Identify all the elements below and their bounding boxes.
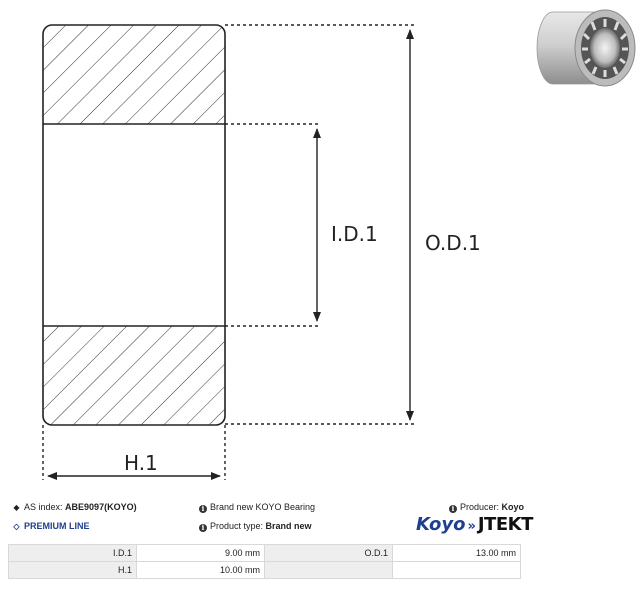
table-row: I.D.1 9.00 mm O.D.1 13.00 mm: [8, 544, 521, 562]
producer-label: Producer:: [460, 502, 500, 512]
info-icon: i: [199, 505, 207, 513]
tag-icon: ◆: [13, 503, 20, 512]
height-label: H.1: [124, 451, 158, 475]
as-index-label: AS index:: [24, 502, 63, 512]
koyo-jtekt-logo: Koyo»JTEKT: [416, 514, 533, 535]
dimension-value: 13.00 mm: [392, 544, 521, 562]
dimension-value: 9.00 mm: [136, 544, 265, 562]
premium-line-text: PREMIUM LINE: [24, 521, 90, 531]
product-type-label: Product type:: [210, 521, 264, 531]
needle-bearing-photo: [536, 9, 636, 87]
dimension-value: 10.00 mm: [136, 561, 265, 579]
koyo-logo-text: Koyo: [416, 514, 466, 535]
as-index: ◆ AS index: ABE9097(KOYO): [12, 502, 137, 512]
info-icon: i: [199, 524, 207, 532]
producer-value: Koyo: [501, 502, 525, 512]
brand-new-text: Brand new KOYO Bearing: [210, 502, 316, 512]
table-row: H.1 10.00 mm: [8, 561, 521, 579]
bottom-hatched-section: [43, 325, 225, 425]
diamond-icon: ◇: [13, 522, 20, 531]
inner-diameter-label: I.D.1: [331, 222, 378, 246]
jtekt-logo-text: JTEKT: [477, 514, 534, 535]
info-icon: i: [449, 505, 457, 513]
bearing-cross-section-diagram: I.D.1 O.D.1 H.1: [42, 24, 481, 480]
dimension-key: [264, 561, 393, 579]
top-hatched-section: [43, 25, 225, 125]
dimensions-table: I.D.1 9.00 mm O.D.1 13.00 mm H.1 10.00 m…: [8, 544, 521, 579]
extension-lines: [42, 24, 414, 480]
product-type-value: Brand new: [265, 521, 312, 531]
dimension-key: H.1: [8, 561, 137, 579]
dimension-value: [392, 561, 521, 579]
as-index-value: ABE9097(KOYO): [65, 502, 137, 512]
premium-line: ◇ PREMIUM LINE: [12, 521, 90, 531]
outer-diameter-label: O.D.1: [425, 231, 481, 255]
chevron-icon: »: [467, 519, 476, 534]
dimension-key: I.D.1: [8, 544, 137, 562]
dimension-key: O.D.1: [264, 544, 393, 562]
